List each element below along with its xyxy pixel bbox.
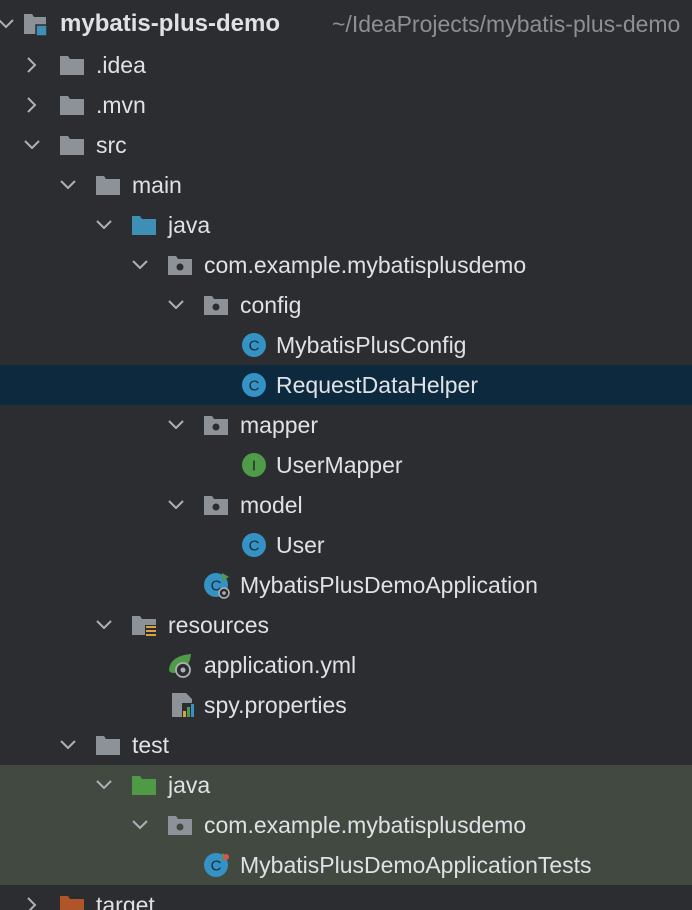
- chevron-down-icon[interactable]: [166, 415, 186, 435]
- chevron-down-icon[interactable]: [58, 735, 78, 755]
- tree-label-mapper: mapper: [240, 412, 318, 438]
- class-icon: C: [240, 531, 268, 559]
- chevron-right-icon[interactable]: [22, 55, 42, 75]
- tree-row-user[interactable]: C User: [0, 525, 692, 565]
- test-class-icon: C: [202, 851, 230, 879]
- tree-label-config: config: [240, 292, 302, 318]
- chevron-down-icon[interactable]: [58, 175, 78, 195]
- package-icon: [202, 411, 230, 439]
- tree-label-request-data-helper: RequestDataHelper: [276, 372, 479, 398]
- tree-label-mybatis-plus-config: MybatisPlusConfig: [276, 332, 467, 358]
- chevron-down-icon[interactable]: [94, 215, 114, 235]
- chevron-down-icon[interactable]: [166, 295, 186, 315]
- module-folder-icon: [22, 10, 50, 38]
- chevron-down-icon[interactable]: [166, 495, 186, 515]
- svg-text:C: C: [249, 338, 260, 355]
- svg-text:C: C: [249, 378, 260, 395]
- svg-text:I: I: [252, 458, 256, 475]
- tree-row-mybatis-plus-config[interactable]: C MybatisPlusConfig: [0, 325, 692, 365]
- tree-row-request-data-helper[interactable]: C RequestDataHelper: [0, 365, 692, 405]
- chevron-down-icon[interactable]: [94, 615, 114, 635]
- tree-label-model: model: [240, 492, 303, 518]
- tree-label-package-main: com.example.mybatisplusdemo: [204, 252, 527, 278]
- project-path: ~/IdeaProjects/mybatis-plus-demo: [332, 11, 681, 37]
- tree-label-package-test: com.example.mybatisplusdemo: [204, 812, 527, 838]
- tree-label-user: User: [276, 532, 325, 558]
- tree-row-target[interactable]: target: [0, 885, 692, 910]
- tree-label-resources: resources: [168, 612, 269, 638]
- package-icon: [166, 811, 194, 839]
- spring-config-file-icon: [166, 651, 194, 679]
- tree-row-idea[interactable]: .idea: [0, 45, 692, 85]
- class-icon: C: [240, 371, 268, 399]
- tree-row-demo-application[interactable]: C MybatisPlusDemoApplication: [0, 565, 692, 605]
- chevron-down-icon[interactable]: [130, 815, 150, 835]
- tree-row-mvn[interactable]: .mvn: [0, 85, 692, 125]
- folder-icon: [94, 171, 122, 199]
- tree-row-java-main[interactable]: java: [0, 205, 692, 245]
- tree-label-application-yml: application.yml: [204, 652, 357, 678]
- tree-label-main: main: [132, 172, 182, 198]
- tree-row-demo-application-tests[interactable]: C MybatisPlusDemoApplicationTests: [0, 845, 692, 885]
- folder-icon: [58, 131, 86, 159]
- folder-icon: [94, 731, 122, 759]
- test-source-folder-icon: [130, 771, 158, 799]
- resources-folder-icon: [130, 611, 158, 639]
- tree-row-package-main[interactable]: com.example.mybatisplusdemo: [0, 245, 692, 285]
- tree-row-mapper[interactable]: mapper: [0, 405, 692, 445]
- tree-label-src: src: [96, 132, 127, 158]
- excluded-folder-icon: [58, 891, 86, 910]
- chevron-down-icon[interactable]: [22, 135, 42, 155]
- project-name: mybatis-plus-demo: [60, 10, 281, 37]
- tree-row-test[interactable]: test: [0, 725, 692, 765]
- folder-icon: [58, 91, 86, 119]
- tree-label-test: test: [132, 732, 170, 758]
- tree-label-demo-application-tests: MybatisPlusDemoApplicationTests: [240, 852, 592, 878]
- tree-label-target: target: [96, 892, 155, 910]
- svg-text:C: C: [249, 538, 260, 555]
- tree-row-user-mapper[interactable]: I UserMapper: [0, 445, 692, 485]
- tree-row-main[interactable]: main: [0, 165, 692, 205]
- properties-file-icon: [168, 691, 196, 719]
- tree-label-idea: .idea: [96, 52, 146, 78]
- tree-row-java-test[interactable]: java: [0, 765, 692, 805]
- folder-icon: [58, 51, 86, 79]
- tree-row-project-root[interactable]: mybatis-plus-demo ~/IdeaProjects/mybatis…: [0, 4, 692, 44]
- source-folder-icon: [130, 211, 158, 239]
- tree-row-resources[interactable]: resources: [0, 605, 692, 645]
- package-icon: [202, 291, 230, 319]
- tree-row-src[interactable]: src: [0, 125, 692, 165]
- svg-text:C: C: [211, 858, 222, 875]
- svg-text:C: C: [211, 578, 222, 595]
- tree-row-config[interactable]: config: [0, 285, 692, 325]
- class-icon: C: [240, 331, 268, 359]
- interface-icon: I: [240, 451, 268, 479]
- spring-boot-class-icon: C: [202, 571, 230, 599]
- package-icon: [202, 491, 230, 519]
- tree-row-spy-properties[interactable]: spy.properties: [0, 685, 692, 725]
- package-icon: [166, 251, 194, 279]
- chevron-down-icon[interactable]: [0, 14, 16, 34]
- tree-row-application-yml[interactable]: application.yml: [0, 645, 692, 685]
- chevron-down-icon[interactable]: [94, 775, 114, 795]
- tree-row-model[interactable]: model: [0, 485, 692, 525]
- chevron-down-icon[interactable]: [130, 255, 150, 275]
- tree-label-java-main: java: [168, 212, 211, 238]
- tree-label-user-mapper: UserMapper: [276, 452, 403, 478]
- chevron-right-icon[interactable]: [22, 95, 42, 115]
- tree-label-demo-application: MybatisPlusDemoApplication: [240, 572, 538, 598]
- chevron-right-icon[interactable]: [22, 895, 42, 910]
- tree-label-spy-properties: spy.properties: [204, 692, 347, 718]
- tree-label-java-test: java: [168, 772, 211, 798]
- tree-row-package-test[interactable]: com.example.mybatisplusdemo: [0, 805, 692, 845]
- tree-label-mvn: .mvn: [96, 92, 146, 118]
